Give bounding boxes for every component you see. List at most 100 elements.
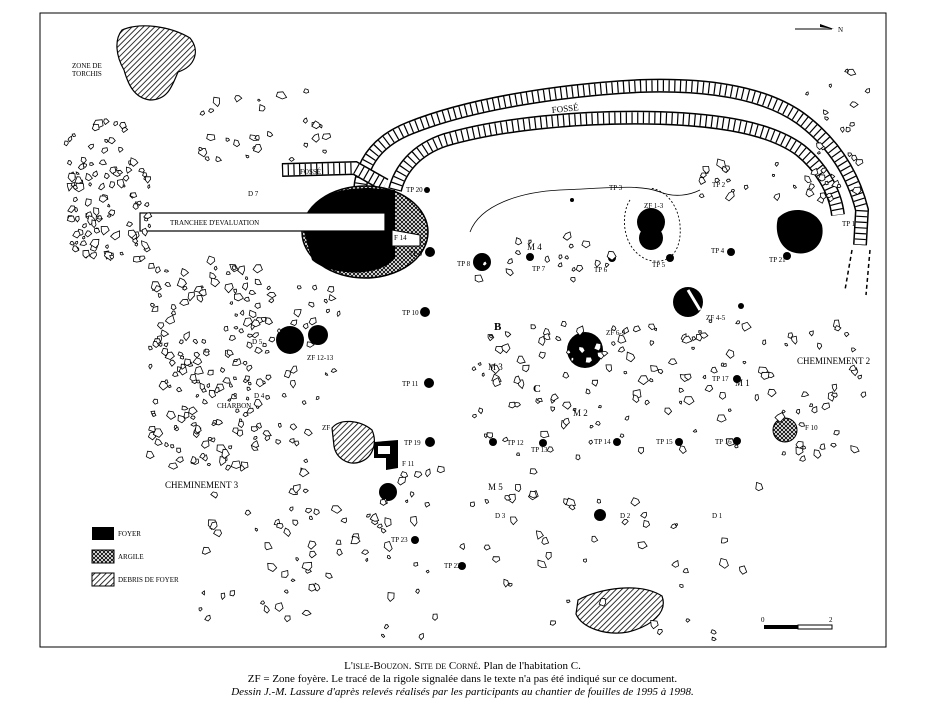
stone <box>303 88 310 94</box>
stone <box>132 203 139 210</box>
stone <box>804 175 812 184</box>
stone <box>296 285 302 290</box>
stone <box>376 523 383 529</box>
stone <box>824 180 829 186</box>
stone <box>755 481 764 492</box>
stone <box>261 316 267 322</box>
stone <box>233 139 241 148</box>
stone <box>129 192 138 198</box>
stone <box>66 215 76 223</box>
stone <box>283 369 291 379</box>
tp-label: TP 14 <box>594 438 611 446</box>
stone <box>121 127 129 134</box>
stone <box>323 298 328 304</box>
stone <box>503 578 510 588</box>
stone <box>492 556 501 563</box>
stone <box>383 624 390 630</box>
stone <box>774 412 786 423</box>
stone <box>176 277 188 288</box>
stone <box>397 476 407 486</box>
stone <box>161 347 169 357</box>
stone <box>73 184 79 190</box>
stone <box>80 156 87 164</box>
d-label-2: D 2 <box>620 512 631 520</box>
stone <box>194 365 204 375</box>
stone <box>698 330 702 334</box>
stone <box>568 504 576 511</box>
tp-label: TP 4 <box>711 247 725 255</box>
stone <box>79 240 88 246</box>
stone <box>562 417 570 426</box>
stone <box>266 285 272 291</box>
stone <box>489 335 493 339</box>
stone <box>144 217 149 222</box>
stone <box>572 408 577 412</box>
stone <box>381 527 387 534</box>
stone <box>199 382 206 391</box>
stone <box>163 342 169 348</box>
stone <box>91 123 100 132</box>
stone <box>206 462 212 467</box>
m-label-1: M 1 <box>735 378 750 388</box>
stone <box>566 599 571 604</box>
stone <box>199 452 206 459</box>
stone <box>802 445 807 450</box>
stone <box>229 590 236 597</box>
stone <box>173 424 178 430</box>
debris-bottom <box>575 587 664 634</box>
stone <box>193 351 201 359</box>
stone <box>228 445 233 450</box>
stone <box>849 122 855 127</box>
stone <box>719 391 727 400</box>
stone <box>538 335 546 346</box>
stone <box>265 374 272 381</box>
stone <box>74 215 80 223</box>
stone <box>278 422 282 428</box>
stone <box>384 517 392 528</box>
stone <box>303 428 313 437</box>
stone <box>327 286 335 293</box>
stone <box>293 309 302 318</box>
stone <box>289 365 298 374</box>
stone <box>575 265 584 273</box>
stone <box>164 442 170 448</box>
stone <box>410 516 418 527</box>
m-label-5: M 5 <box>488 482 503 492</box>
stone <box>816 342 823 350</box>
stone <box>702 374 707 380</box>
stone <box>805 91 809 96</box>
stone <box>557 262 563 268</box>
stone <box>275 439 282 445</box>
stone <box>214 387 220 394</box>
stone <box>682 568 689 574</box>
stone <box>767 388 777 398</box>
stone <box>63 140 69 147</box>
stone <box>204 156 210 162</box>
fosse-ditch <box>281 78 871 296</box>
stone <box>275 91 288 100</box>
stone <box>88 182 92 187</box>
stone <box>760 371 770 380</box>
stone <box>235 408 240 413</box>
stone <box>819 192 827 200</box>
path-label-2: CHEMINEMENT 2 <box>797 356 870 366</box>
stone <box>654 327 657 332</box>
stone <box>215 418 224 426</box>
stone <box>281 569 289 578</box>
fosse-small-label: FOSSÉ <box>300 168 321 176</box>
stone <box>179 355 184 360</box>
stone <box>150 302 156 308</box>
stone <box>263 604 270 614</box>
stone <box>246 341 253 349</box>
stone <box>176 387 183 393</box>
stone <box>621 518 629 526</box>
stone <box>295 557 300 562</box>
stone <box>122 184 126 188</box>
stone <box>617 346 626 353</box>
stone <box>213 265 218 271</box>
stone <box>117 169 124 175</box>
stone <box>154 438 163 446</box>
stone <box>306 341 315 348</box>
stone <box>81 222 87 229</box>
stone <box>336 548 343 557</box>
